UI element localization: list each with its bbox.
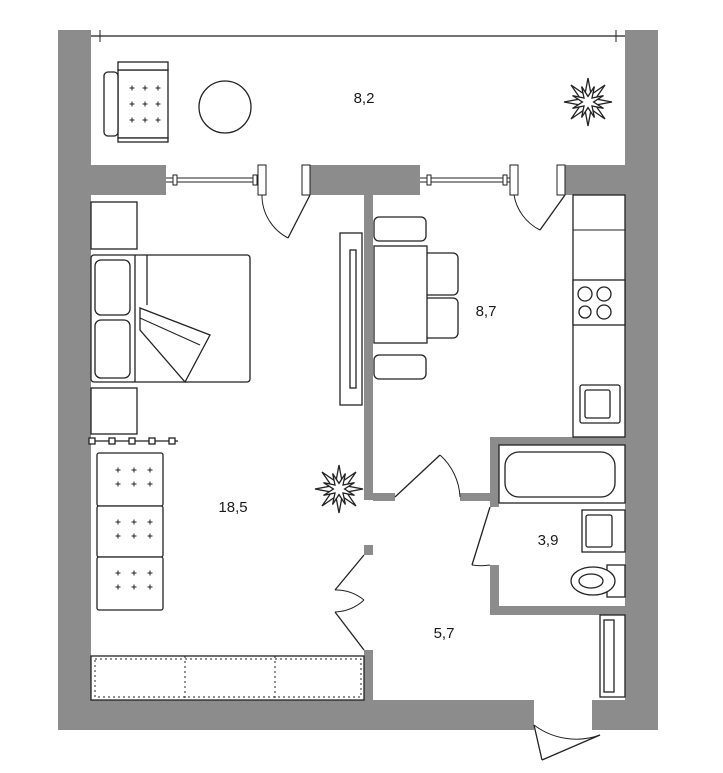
- curtain-ring: [168, 437, 176, 445]
- tuft-mark: [129, 101, 135, 107]
- dining-table: [373, 216, 459, 380]
- nightstand-top: [90, 201, 138, 250]
- balcony-round-table: [198, 80, 252, 134]
- toilet: [570, 564, 626, 598]
- kitchen-door: [394, 454, 461, 498]
- balcony-railing: [91, 30, 625, 42]
- kitchen-counter: [572, 194, 626, 438]
- bathroom-sink: [581, 509, 626, 553]
- tuft-mark: [147, 481, 153, 487]
- tuft-mark: [147, 467, 153, 473]
- room-area-balcony: 8,2: [354, 90, 375, 107]
- tuft-mark: [147, 533, 153, 539]
- curtain-ring: [128, 437, 136, 445]
- tuft-mark: [115, 570, 121, 576]
- curtain-ring: [148, 437, 156, 445]
- tuft-mark: [147, 584, 153, 590]
- tuft-mark: [147, 519, 153, 525]
- bathtub: [498, 444, 626, 504]
- entrance-door: [528, 700, 601, 761]
- balcony-door-kitchen: [509, 164, 566, 231]
- living-room-door: [334, 554, 365, 651]
- curtain-ring: [108, 437, 116, 445]
- tuft-mark: [131, 481, 137, 487]
- sofa: [90, 254, 251, 384]
- tuft-mark: [115, 467, 121, 473]
- tuft-mark: [131, 519, 137, 525]
- tuft-mark: [131, 584, 137, 590]
- tuft-mark: [115, 584, 121, 590]
- tuft-mark: [115, 481, 121, 487]
- interior-walls: [364, 195, 625, 700]
- room-area-living-room: 18,5: [218, 499, 247, 516]
- room-area-bathroom: 3,9: [538, 532, 559, 549]
- tuft-mark: [131, 533, 137, 539]
- curtain-ring: [88, 437, 96, 445]
- balcony-door-living: [257, 164, 311, 239]
- armchair-row: [96, 452, 164, 611]
- tuft-mark: [142, 85, 148, 91]
- tuft-mark: [131, 467, 137, 473]
- tuft-mark: [155, 85, 161, 91]
- balcony-windows: [166, 174, 510, 186]
- exterior-walls: [58, 30, 658, 730]
- tuft-mark: [129, 85, 135, 91]
- tuft-mark: [131, 570, 137, 576]
- tuft-mark: [142, 101, 148, 107]
- nightstand-bottom: [90, 387, 138, 435]
- bathroom-door: [471, 506, 491, 567]
- wardrobe: [90, 655, 365, 701]
- tuft-mark: [147, 570, 153, 576]
- hallway-closet: [599, 614, 626, 698]
- tuft-mark: [142, 117, 148, 123]
- tuft-mark: [129, 117, 135, 123]
- tuft-mark: [115, 533, 121, 539]
- room-area-kitchen: 8,7: [476, 303, 497, 320]
- tuft-mark: [155, 117, 161, 123]
- tuft-mark: [155, 101, 161, 107]
- plant-icon: [314, 464, 364, 514]
- room-area-hallway: 5,7: [434, 625, 455, 642]
- tv-stand: [339, 232, 363, 406]
- tuft-mark: [115, 519, 121, 525]
- plant-icon: [563, 77, 613, 127]
